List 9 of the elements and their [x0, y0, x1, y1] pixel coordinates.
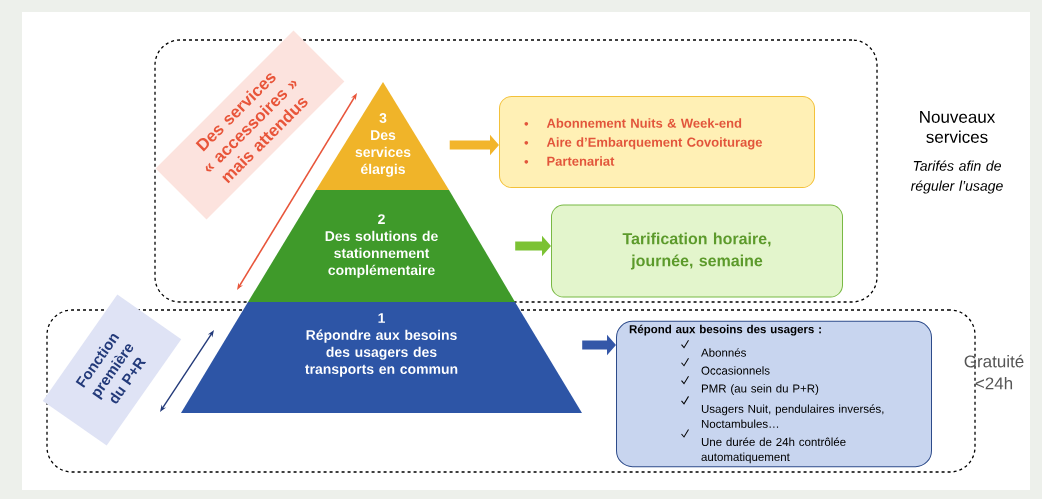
- pyramid-tier: 3 Des services élargis: [316, 82, 449, 190]
- pyramid-tier: 2 Des solutions de stationnement complémentaire: [248, 190, 515, 302]
- pyramid-tier: 1 Répondre aux besoins des usagers des transports en commun: [181, 302, 582, 413]
- list-box: Abonnement Nuits & Week-end Aire d’Embarquement Covoiturage Partenariat: [499, 96, 815, 188]
- side-note: Gratuité <24h: [964, 354, 1024, 390]
- text-box: Tarification horaire, journée, semaine: [551, 204, 843, 298]
- side-note: Nouveaux services: [920, 111, 996, 143]
- side-note: Tarifés afin de réguler l’usage: [910, 160, 1003, 194]
- list-box: Répond aux besoins des usagers : Abonnés Occasionnels PMR (au sein du P+R) Usagers Nuit, pendulaires inversés, Noctambules… Une durée de 24h contrôlée automatiquement: [616, 320, 932, 468]
